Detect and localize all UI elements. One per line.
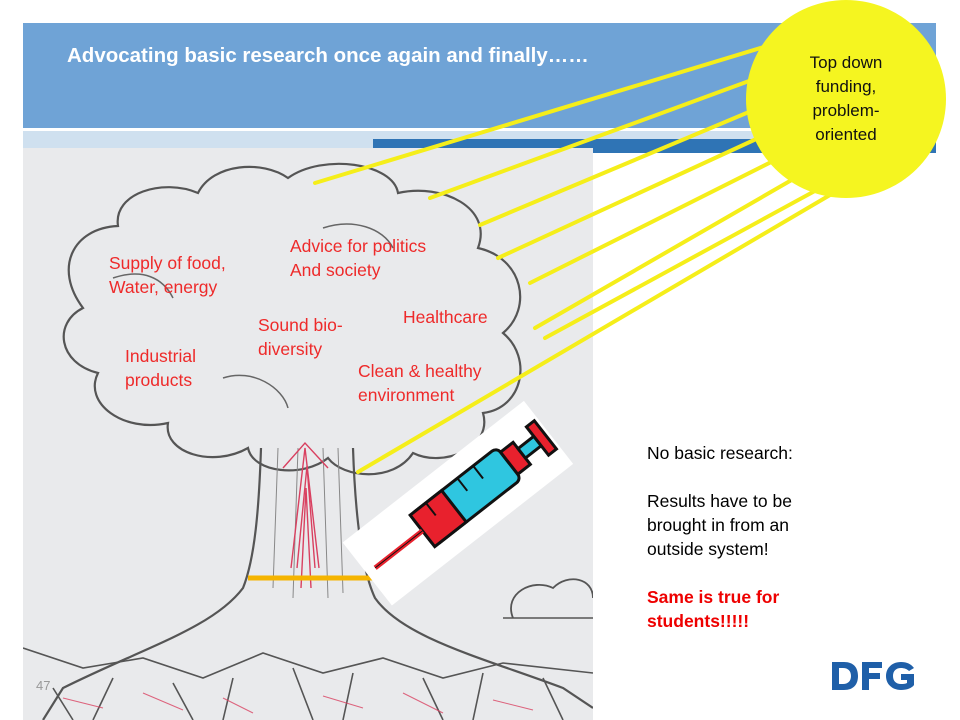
note-body: Results have to be brought in from an ou…: [647, 491, 792, 559]
label-politics: Advice for politics And society: [290, 236, 427, 280]
label-environment: Clean & healthy environment: [358, 361, 482, 405]
note-highlight: Same is true for students!!!!!: [647, 587, 780, 631]
tree-sketch: [23, 162, 593, 720]
note-box: No basic research: Results have to be br…: [647, 441, 847, 633]
dfg-logo: [832, 662, 914, 690]
page-number: 47: [36, 678, 51, 693]
slide-title: Advocating basic research once again and…: [67, 44, 589, 67]
label-food: Supply of food, Water, energy: [109, 253, 226, 297]
label-industrial: Industrial products: [125, 346, 197, 390]
tree-drawing: Supply of food, Water, energy Advice for…: [23, 148, 593, 720]
syringe-icon: [248, 400, 574, 606]
sun-funding-circle: Top down funding, problem- oriented: [746, 0, 946, 198]
label-biodiversity: Sound bio- diversity: [258, 315, 343, 359]
sun-label: Top down funding, problem- oriented: [809, 53, 883, 144]
label-healthcare: Healthcare: [403, 307, 488, 327]
note-heading: No basic research:: [647, 443, 793, 463]
